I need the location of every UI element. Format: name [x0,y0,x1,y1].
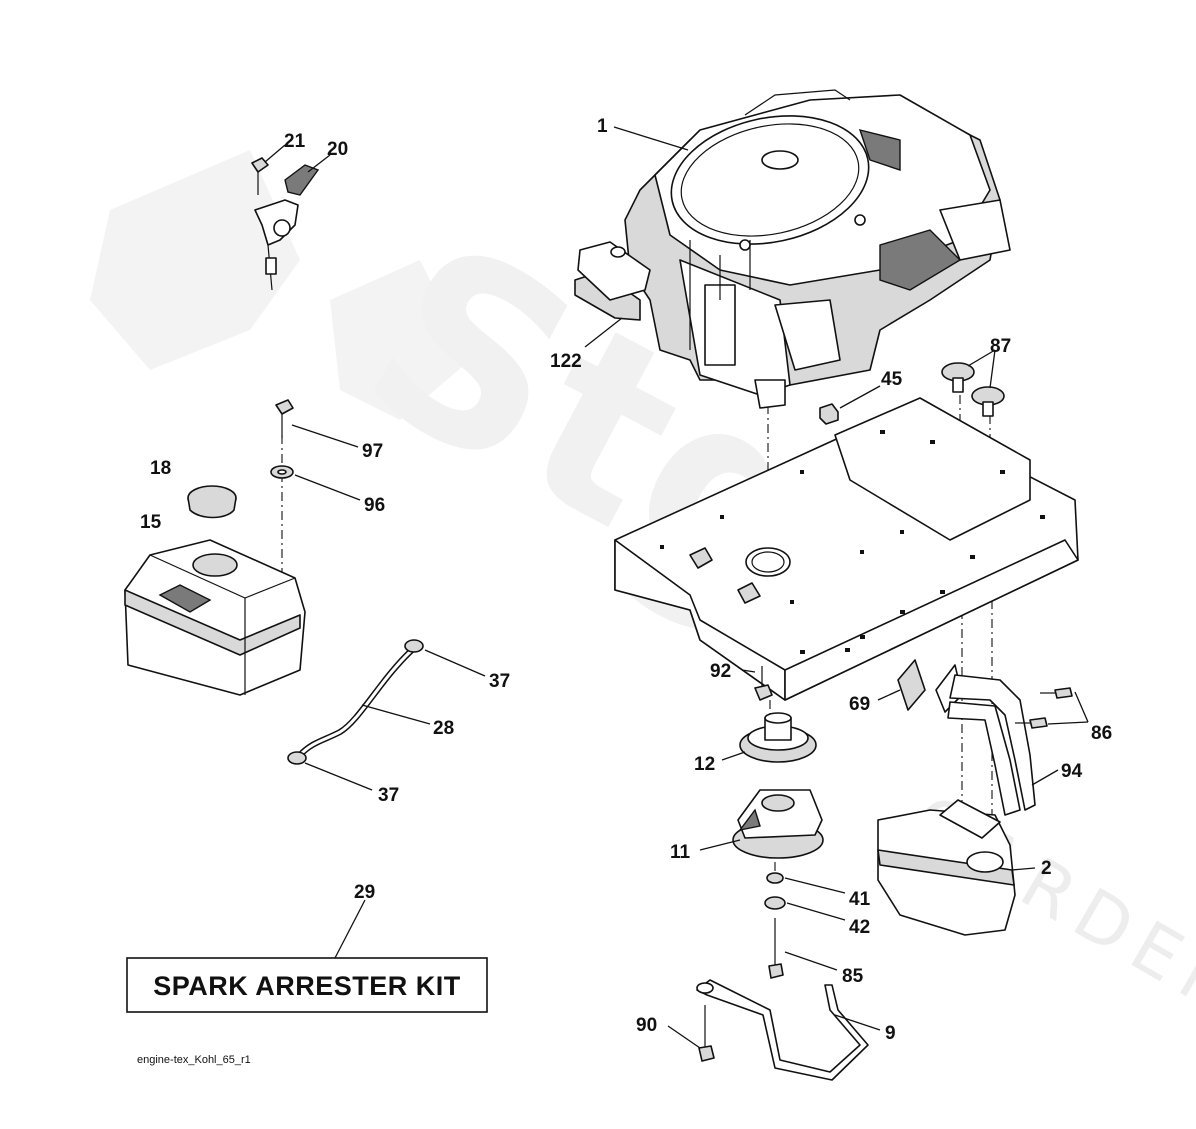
callout-92: 92 [710,661,731,682]
callout-94: 94 [1061,761,1083,782]
part-37-clamp-lower [287,751,307,765]
part-92-bolt [754,666,773,701]
part-37-clamp-upper [404,639,424,653]
part-96-washer [270,465,294,479]
engine [624,89,1011,409]
callout-85: 85 [842,966,864,987]
callout-2: 2 [1041,858,1052,879]
part-45-nut [819,403,839,425]
callout-20: 20 [327,139,348,160]
part-41-washer [766,872,784,884]
callout-69: 69 [849,694,870,715]
callout-15: 15 [140,512,162,533]
part-85-bolt [768,918,784,979]
callout-9: 9 [885,1023,896,1044]
part-20-throttle-control [254,164,320,291]
part-87-knobs [941,362,1005,417]
callout-42: 42 [849,917,870,938]
part-28-fuel-line [297,647,415,758]
callout-45: 45 [881,369,903,390]
callout-12: 12 [694,754,715,775]
part-2-muffler [877,799,1016,936]
part-21-bolt [251,157,269,195]
callout-96: 96 [364,495,385,516]
part-9-bracket [696,979,869,1081]
callout-86: 86 [1091,723,1112,744]
callout-21: 21 [284,131,306,152]
part-86-screws [1015,687,1073,729]
part-12-pulley [739,712,817,763]
frame-plate [614,397,1079,701]
part-122-shield [574,241,651,321]
spark-arrester-kit-label: SPARK ARRESTER KIT [153,971,461,1001]
watermark-logo [90,150,470,420]
part-94-exhaust-pipe [947,674,1036,816]
callout-28: 28 [433,718,454,739]
callout-18: 18 [150,458,171,479]
callout-97: 97 [362,441,383,462]
callout-87: 87 [990,336,1011,357]
callout-41: 41 [849,889,871,910]
spark-arrester-kit-box: SPARK ARRESTER KIT [126,957,488,1013]
leader-lines [264,126,1089,1049]
callout-90: 90 [636,1015,657,1036]
file-name: engine-tex_Kohl_65_r1 [137,1054,251,1066]
part-15-fuel-tank [124,539,306,696]
part-42-washer [764,896,786,910]
callout-37-lower: 37 [378,785,399,806]
callout-labels: 1 21 20 122 45 87 97 18 96 15 37 28 37 9… [140,116,1112,1044]
part-97-bolt [275,399,294,438]
callout-29: 29 [354,882,375,903]
callout-122: 122 [550,351,582,372]
part-18-fuel-cap [187,485,237,519]
callout-37-upper: 37 [489,671,510,692]
callout-11: 11 [670,842,691,863]
callout-1: 1 [597,116,608,137]
part-11-clutch [732,789,824,859]
part-90-bolt [698,1005,715,1062]
